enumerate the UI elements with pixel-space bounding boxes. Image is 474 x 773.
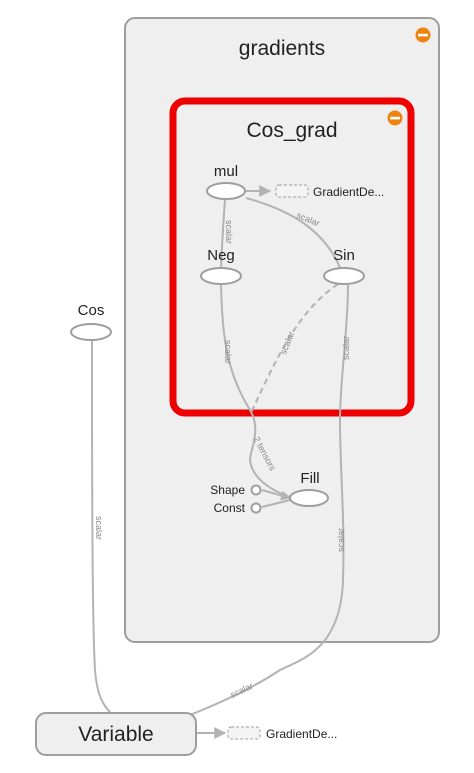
gradients-group-label: gradients bbox=[239, 37, 325, 60]
edge-sin-fill bbox=[249, 283, 339, 416]
edge-sin-variable bbox=[189, 284, 349, 716]
node-fill[interactable]: Fill bbox=[289, 470, 329, 507]
cos-grad-group[interactable]: Cos_grad bbox=[169, 97, 415, 417]
cos-grad-group-label: Cos_grad bbox=[246, 119, 337, 142]
node-label: GradientDe... bbox=[313, 185, 384, 199]
node-label: Variable bbox=[78, 723, 154, 746]
node-label: GradientDe... bbox=[266, 727, 337, 741]
edge-const-fill bbox=[261, 499, 291, 508]
node-label: Neg bbox=[207, 247, 235, 264]
node-variable[interactable]: Variable bbox=[35, 712, 197, 756]
edge-neg-fill bbox=[220, 283, 293, 499]
node-label: Sin bbox=[333, 247, 355, 264]
edge-label: scalar bbox=[223, 340, 233, 364]
node-shape[interactable]: Shape bbox=[210, 483, 262, 497]
edge-shape-fill bbox=[261, 489, 291, 501]
edge-mul-sin bbox=[245, 197, 342, 271]
edge-label: scalar bbox=[341, 336, 351, 360]
node-const[interactable]: Const bbox=[214, 501, 262, 515]
node-label: mul bbox=[214, 163, 238, 180]
edge-label: scalar bbox=[336, 528, 346, 552]
edge-label: scalar bbox=[224, 220, 234, 244]
edge-mul-neg bbox=[220, 199, 226, 271]
node-sin[interactable]: Sin bbox=[323, 247, 365, 285]
edge-label: scalar bbox=[94, 516, 104, 540]
minus-circle-icon[interactable] bbox=[387, 110, 403, 126]
node-label: Fill bbox=[300, 470, 319, 487]
node-cos[interactable]: Cos bbox=[70, 302, 112, 341]
node-gradient-descent-1[interactable]: GradientDe... bbox=[275, 184, 384, 199]
edge-label: scalar bbox=[229, 681, 255, 700]
node-gradient-descent-2[interactable]: GradientDe... bbox=[227, 726, 337, 741]
node-mul[interactable]: mul bbox=[206, 163, 246, 200]
edge-cos-variable bbox=[91, 339, 111, 713]
node-label: Cos bbox=[78, 302, 105, 319]
node-neg[interactable]: Neg bbox=[200, 247, 242, 285]
minus-circle-icon[interactable] bbox=[415, 27, 431, 43]
node-label: Const bbox=[214, 501, 246, 515]
node-label: Shape bbox=[210, 483, 245, 497]
